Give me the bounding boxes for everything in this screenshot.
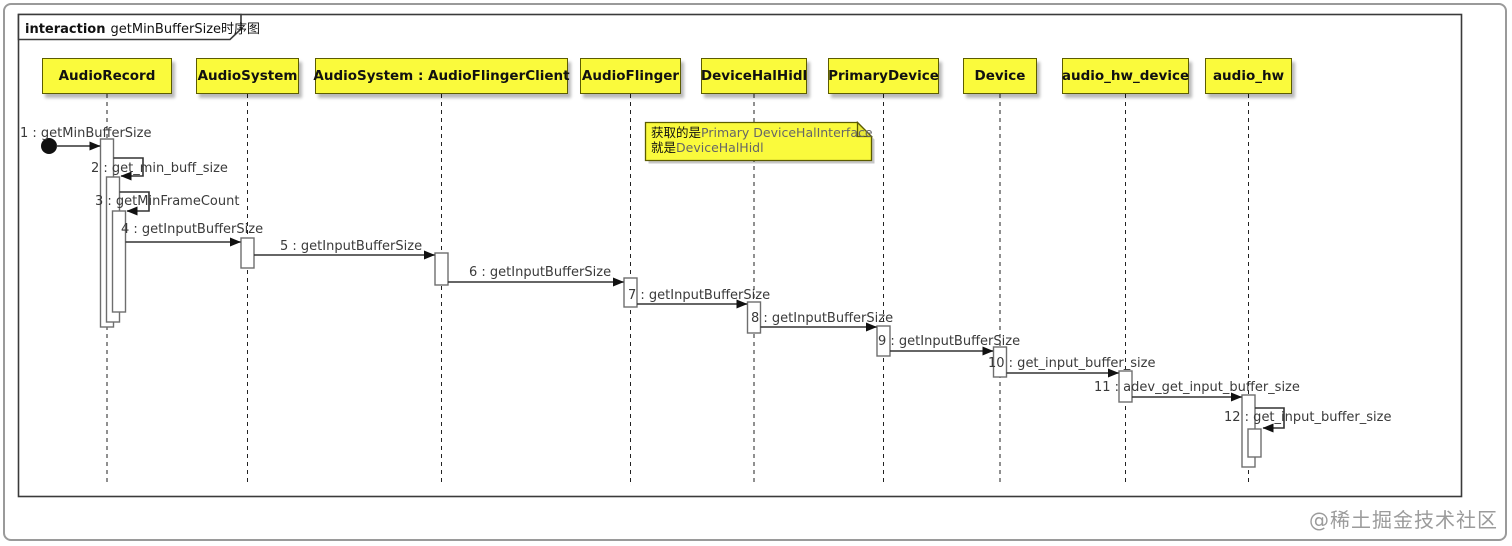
activation-bar-audiosystem [240, 237, 255, 269]
message-label-9: 9 : getInputBufferSize [878, 334, 1021, 349]
note-line2-cjk: 就是 [651, 140, 677, 155]
lifeline-label: AudioSystem [197, 68, 298, 84]
message-label-10: 10 : get_input_buffer_size [988, 356, 1156, 371]
lifeline-box-audioflinger: AudioFlinger [580, 58, 681, 94]
lifeline-box-primarydevice: PrimaryDevice [828, 58, 939, 94]
message-label-3: 3 : getMinFrameCount [95, 194, 240, 209]
lifeline-box-devicehalhidl: DeviceHalHidl [701, 58, 807, 94]
activation-bar-primarydevice [876, 325, 891, 357]
note-body [644, 121, 873, 162]
activation-bar-device [992, 346, 1008, 378]
message-label-2: 2 : get_min_buff_size [91, 161, 228, 176]
lifeline-box-audioflingerclient: AudioSystem : AudioFlingerClient [313, 58, 570, 94]
note-line-2: 就是DeviceHalHidl [651, 140, 873, 155]
message-label-6: 6 : getInputBufferSize [469, 265, 612, 280]
lifeline-box-audio-hw-device: audio_hw_device [1062, 58, 1189, 94]
lifeline-label: AudioRecord [58, 68, 156, 84]
message-label-5: 5 : getInputBufferSize [280, 239, 423, 254]
message-label-8: 8 : getInputBufferSize [751, 311, 894, 326]
message-label-4: 4 : getInputBufferSize [121, 222, 264, 237]
lifeline-label: AudioSystem : AudioFlingerClient [313, 68, 570, 84]
lifeline-label: audio_hw_device [1061, 68, 1190, 84]
lifeline-label: audio_hw [1212, 68, 1285, 84]
lifeline-label: AudioFlinger [581, 68, 680, 84]
diagram-title: interaction getMinBufferSize时序图 [25, 18, 260, 37]
message-label-7: 7 : getInputBufferSize [628, 288, 771, 303]
lifeline-label: PrimaryDevice [828, 68, 939, 84]
note-line-1: 获取的是Primary DeviceHalInterface [651, 125, 873, 140]
lifeline-label: Device [974, 68, 1026, 84]
start-circle [41, 138, 57, 154]
title-keyword: interaction [25, 22, 106, 37]
self-message-arrow-3 [119, 191, 150, 216]
title-name: getMinBufferSize时序图 [110, 22, 261, 37]
note-line2-en: DeviceHalHidl [676, 140, 764, 155]
note-line1-cjk: 获取的是 [651, 125, 702, 140]
lifeline-box-audiorecord: AudioRecord [42, 58, 172, 94]
watermark: @稀土掘金技术社区 [1309, 508, 1498, 532]
activation-bar-audio-hw-device [1118, 370, 1133, 403]
activation-bar-devicehalhidl [746, 301, 762, 334]
lifeline-box-device: Device [963, 58, 1037, 94]
note-line1-en: Primary DeviceHalInterface [701, 125, 873, 140]
activation-bar-audiorecord-3 [111, 210, 127, 313]
lifeline-box-audio-hw: audio_hw [1205, 58, 1292, 94]
self-message-arrow-12 [1255, 407, 1285, 433]
lifeline-label: DeviceHalHidl [700, 68, 808, 84]
self-message-arrow-2 [113, 157, 144, 181]
activation-bar-audio-hw-2 [1247, 428, 1262, 458]
note-text: 获取的是Primary DeviceHalInterface 就是DeviceH… [651, 125, 873, 155]
interaction-title-tab [17, 13, 242, 41]
activation-bar-audioflinger [623, 277, 638, 308]
message-label-1: 1 : getMinBufferSize [20, 126, 152, 141]
message-label-12: 12 : get_input_buffer_size [1224, 410, 1392, 425]
activation-bar-audioflingerclient [434, 252, 449, 286]
lifeline-box-audiosystem: AudioSystem [196, 58, 299, 94]
interaction-frame-border [17, 13, 1463, 498]
note-fold-corner [856, 120, 874, 138]
screenshot-outer-border [3, 3, 1507, 541]
message-label-11: 11 : adev_get_input_buffer_size [1094, 380, 1300, 395]
